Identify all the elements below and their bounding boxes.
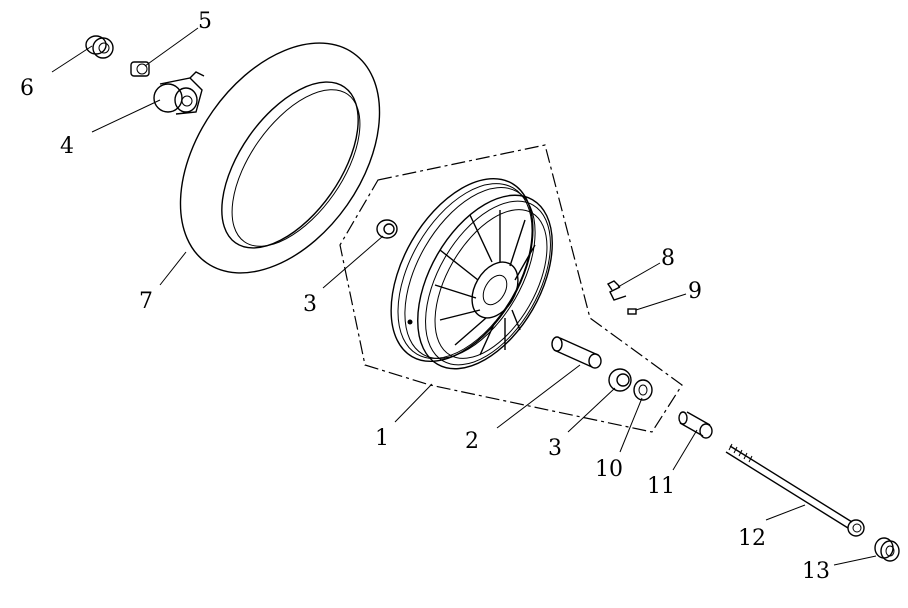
callout-8: 8 (661, 246, 675, 271)
collar (130, 61, 150, 77)
bearing-left (376, 219, 398, 239)
dust-seal (85, 35, 114, 59)
assembly-boundary (339, 144, 683, 433)
callout-3-right: 3 (548, 436, 562, 461)
callout-12: 12 (738, 526, 766, 551)
oil-seal (633, 379, 653, 401)
speedometer-gearbox (153, 71, 205, 115)
axle-nut (874, 537, 900, 562)
valve (606, 280, 627, 301)
callout-5: 5 (198, 9, 212, 34)
callout-6: 6 (20, 76, 34, 101)
callout-13: 13 (802, 559, 830, 584)
callout-10: 10 (595, 457, 623, 482)
bearing-right (608, 368, 632, 392)
callout-9: 9 (688, 279, 702, 304)
callout-7: 7 (139, 289, 153, 314)
callout-3-left: 3 (303, 292, 317, 317)
tire (179, 42, 381, 274)
callout-1: 1 (375, 426, 389, 451)
callout-11: 11 (647, 474, 675, 499)
callout-4: 4 (60, 134, 74, 159)
axle (725, 443, 865, 537)
callout-2: 2 (465, 429, 479, 454)
collar-right (678, 411, 713, 439)
spacer (551, 336, 602, 369)
leader-lines (51, 27, 877, 566)
wheel-rim (390, 177, 553, 370)
valve-cap (627, 308, 637, 315)
